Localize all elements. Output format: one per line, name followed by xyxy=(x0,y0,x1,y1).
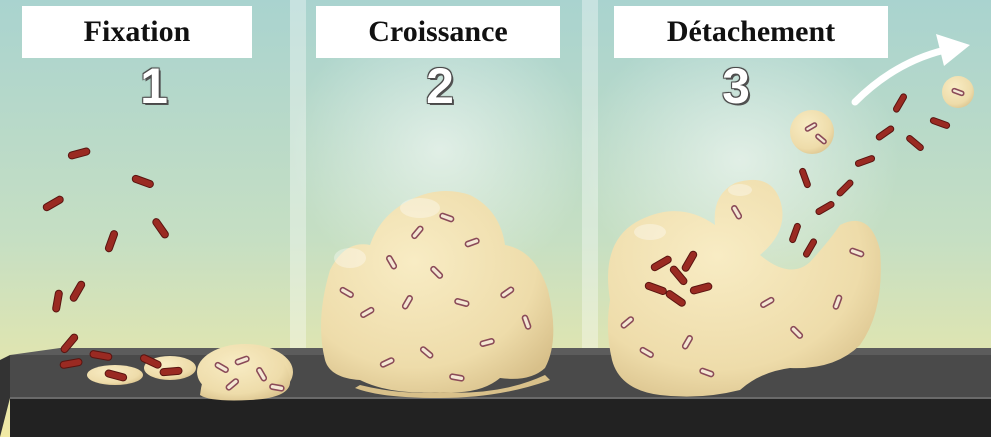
stage-number-2: 2 xyxy=(410,56,470,116)
stage-number-3: 3 xyxy=(706,56,766,116)
stage-label-fixation: Fixation xyxy=(22,6,252,58)
stage-label-croissance: Croissance xyxy=(316,6,560,58)
stage-label-detachement: Détachement xyxy=(614,6,888,58)
stage-number-1: 1 xyxy=(124,56,184,116)
